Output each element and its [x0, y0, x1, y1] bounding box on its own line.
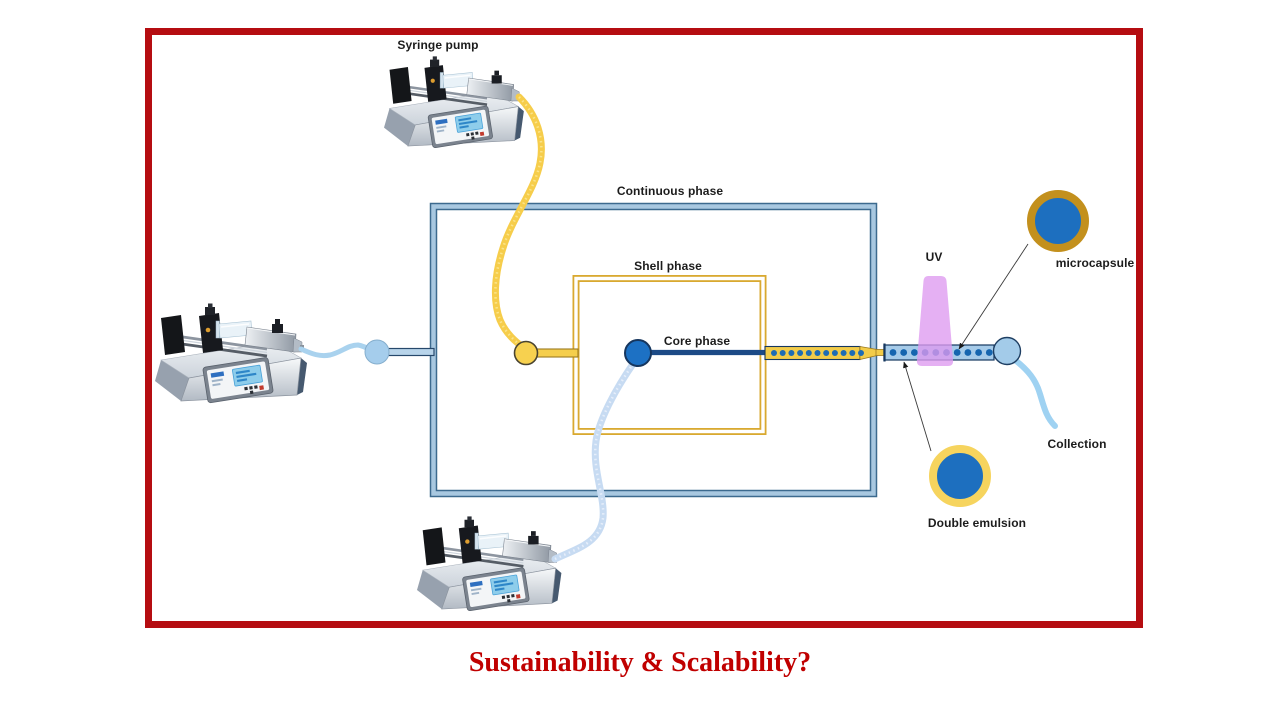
syringe-pump-bottom: [415, 515, 563, 613]
droplet-dot: [953, 349, 961, 356]
shell-inlet-connector: [535, 348, 579, 358]
droplet-dot: [911, 349, 918, 356]
uv-beam: [916, 276, 954, 366]
shell-phase-tube: [491, 93, 545, 352]
droplet-dot: [823, 350, 830, 356]
droplet-dot: [975, 349, 982, 356]
droplet-dot: [771, 350, 777, 356]
outlet-junction: [992, 336, 1022, 366]
double-emulsion-callout-arrow: [903, 361, 932, 452]
shell-droplets: [771, 350, 864, 356]
droplet-dot: [964, 349, 972, 356]
microcapsule-label: microcapsule: [1055, 256, 1135, 270]
uv-label: UV: [925, 250, 943, 264]
double-emulsion-label: Double emulsion: [927, 516, 1027, 530]
diagram-frame-border: [145, 28, 1143, 628]
droplet-dot: [889, 349, 897, 356]
slide-title: Sustainability & Scalability?: [468, 647, 812, 678]
droplet-dot: [840, 350, 847, 356]
droplet-dot: [814, 350, 821, 356]
shell-droplet-channel: [764, 345, 888, 361]
microcapsule-illustration: [1027, 190, 1089, 252]
continuous-phase-label: Continuous phase: [616, 184, 724, 198]
droplet-dot: [858, 350, 864, 356]
droplet-dot: [985, 349, 993, 356]
droplet-dot: [779, 350, 786, 356]
droplet-dot: [797, 350, 804, 356]
collection-label: Collection: [1047, 437, 1107, 451]
syringe-pump-left: [153, 302, 309, 405]
microcapsule-callout-arrow: [958, 243, 1029, 350]
droplet-dot: [831, 350, 838, 356]
continuous-inlet-junction: [364, 339, 390, 365]
droplet-dot: [805, 350, 812, 356]
continuous-inlet-connector: [387, 347, 435, 357]
continuous-phase-tube: [298, 342, 376, 359]
syringe-pump-top: [382, 55, 526, 150]
core-phase-label: Core phase: [663, 334, 731, 348]
core-inlet-junction: [624, 339, 652, 367]
syringe-pump-label: Syringe pump: [397, 38, 479, 52]
double-emulsion-illustration: [929, 445, 991, 507]
core-phase-tube: [551, 360, 637, 563]
collection-tube: [1012, 357, 1058, 429]
droplet-dot: [849, 350, 856, 356]
droplet-dot: [788, 350, 795, 356]
shell-inlet-junction: [513, 340, 539, 366]
droplet-dot: [900, 349, 908, 356]
shell-phase-label: Shell phase: [634, 259, 702, 273]
